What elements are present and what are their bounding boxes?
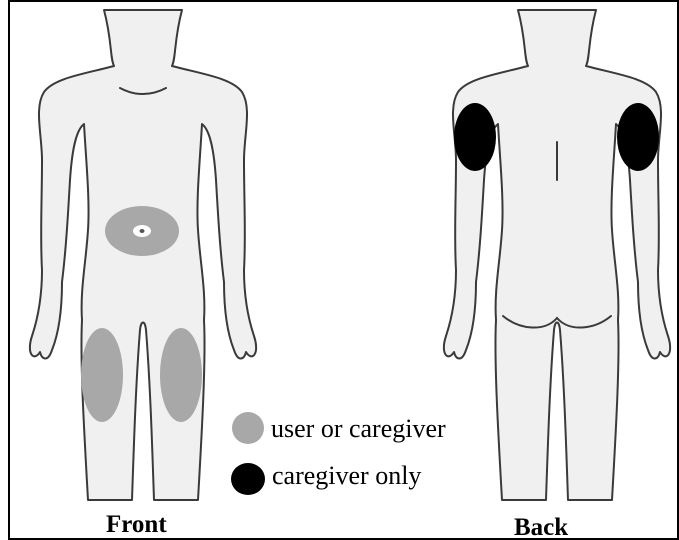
back-figure	[444, 10, 670, 500]
legend-caregiver-only-swatch	[231, 463, 265, 495]
back-body-outline	[444, 10, 670, 500]
legend-user-or-caregiver-label: user or caregiver	[271, 414, 446, 443]
legend: user or caregiver caregiver only	[231, 412, 446, 495]
navel-mark	[140, 229, 145, 233]
front-caption: Front	[106, 511, 167, 538]
legend-user-or-caregiver-swatch	[232, 412, 264, 444]
left-upper-arm-injection-zone	[454, 103, 496, 171]
back-caption: Back	[514, 514, 568, 540]
legend-caregiver-only-label: caregiver only	[272, 461, 421, 490]
right-upper-arm-injection-zone	[617, 103, 659, 171]
right-thigh-injection-zone	[160, 328, 202, 422]
left-thigh-injection-zone	[81, 328, 123, 422]
